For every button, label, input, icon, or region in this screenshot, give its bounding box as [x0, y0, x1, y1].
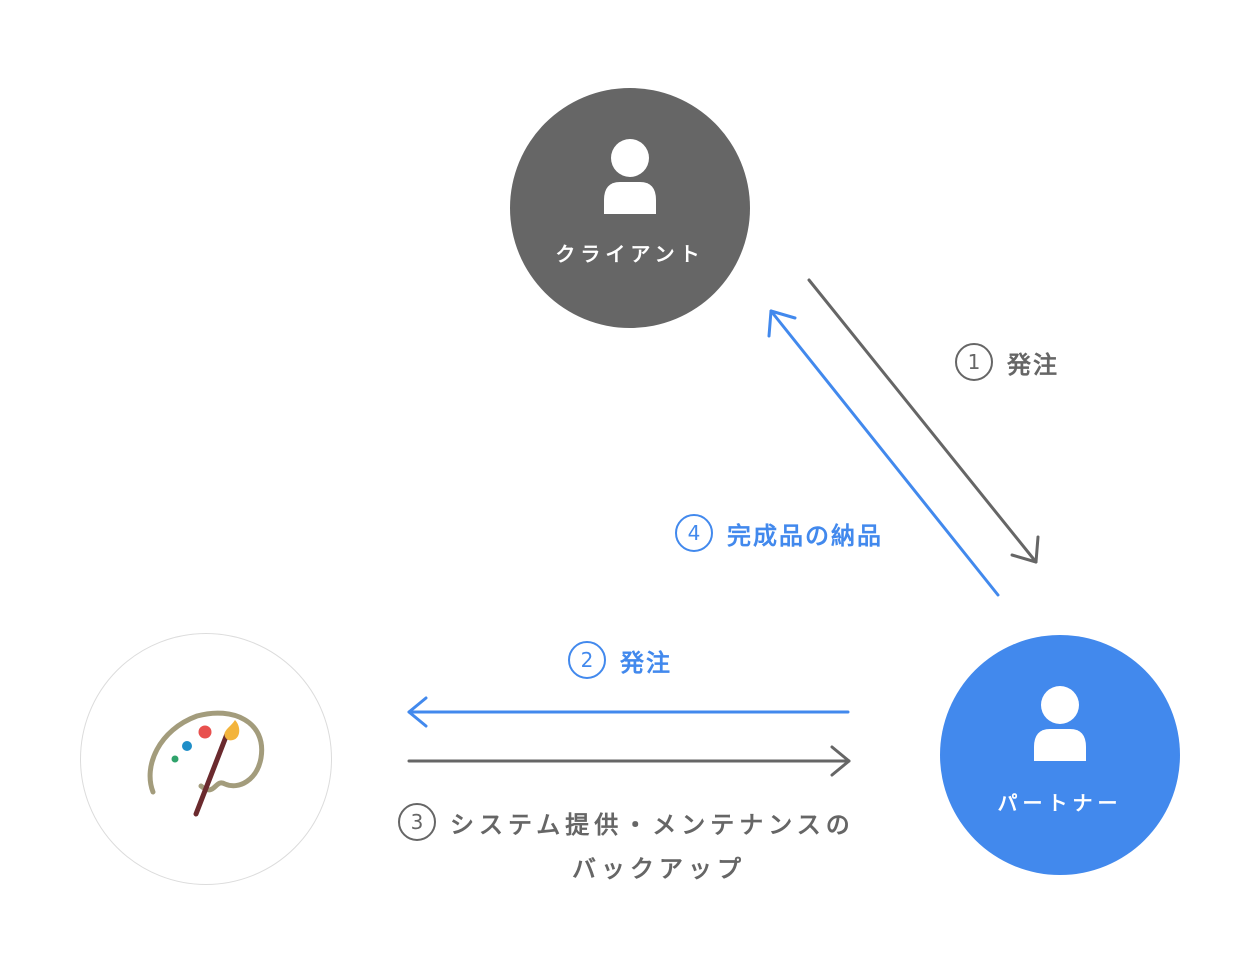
- tool-node: [80, 633, 332, 885]
- step-number-badge: 1: [955, 343, 993, 381]
- step-label: 発注: [620, 648, 672, 677]
- arrow-partner-to-tool: [407, 696, 850, 728]
- step-2-order: 2 発注: [568, 641, 672, 679]
- arrow-partner-to-client: [767, 309, 1000, 597]
- step-number-badge: 3: [398, 803, 436, 841]
- paint-palette-icon: [147, 710, 265, 817]
- client-label: クライアント: [555, 242, 705, 266]
- arrow-tool-to-partner: [407, 745, 851, 777]
- step-label: 完成品の納品: [727, 521, 883, 550]
- step-label: 発注: [1007, 350, 1059, 379]
- step-number-badge: 4: [675, 514, 713, 552]
- step-4-delivery: 4 完成品の納品: [675, 514, 883, 552]
- person-icon: [1034, 686, 1086, 761]
- client-node: クライアント: [510, 88, 750, 328]
- step-number-badge: 2: [568, 641, 606, 679]
- step-1-order: 1 発注: [955, 343, 1059, 381]
- partner-label: パートナー: [997, 791, 1123, 815]
- person-icon: [604, 139, 656, 214]
- step-label: システム提供・メンテナンスの: [450, 810, 855, 839]
- step-3-label-continuation: バックアップ: [572, 855, 746, 883]
- step-3-system-support: 3 システム提供・メンテナンスの: [398, 803, 855, 841]
- arrow-client-to-partner: [807, 278, 1040, 564]
- partner-node: パートナー: [940, 635, 1180, 875]
